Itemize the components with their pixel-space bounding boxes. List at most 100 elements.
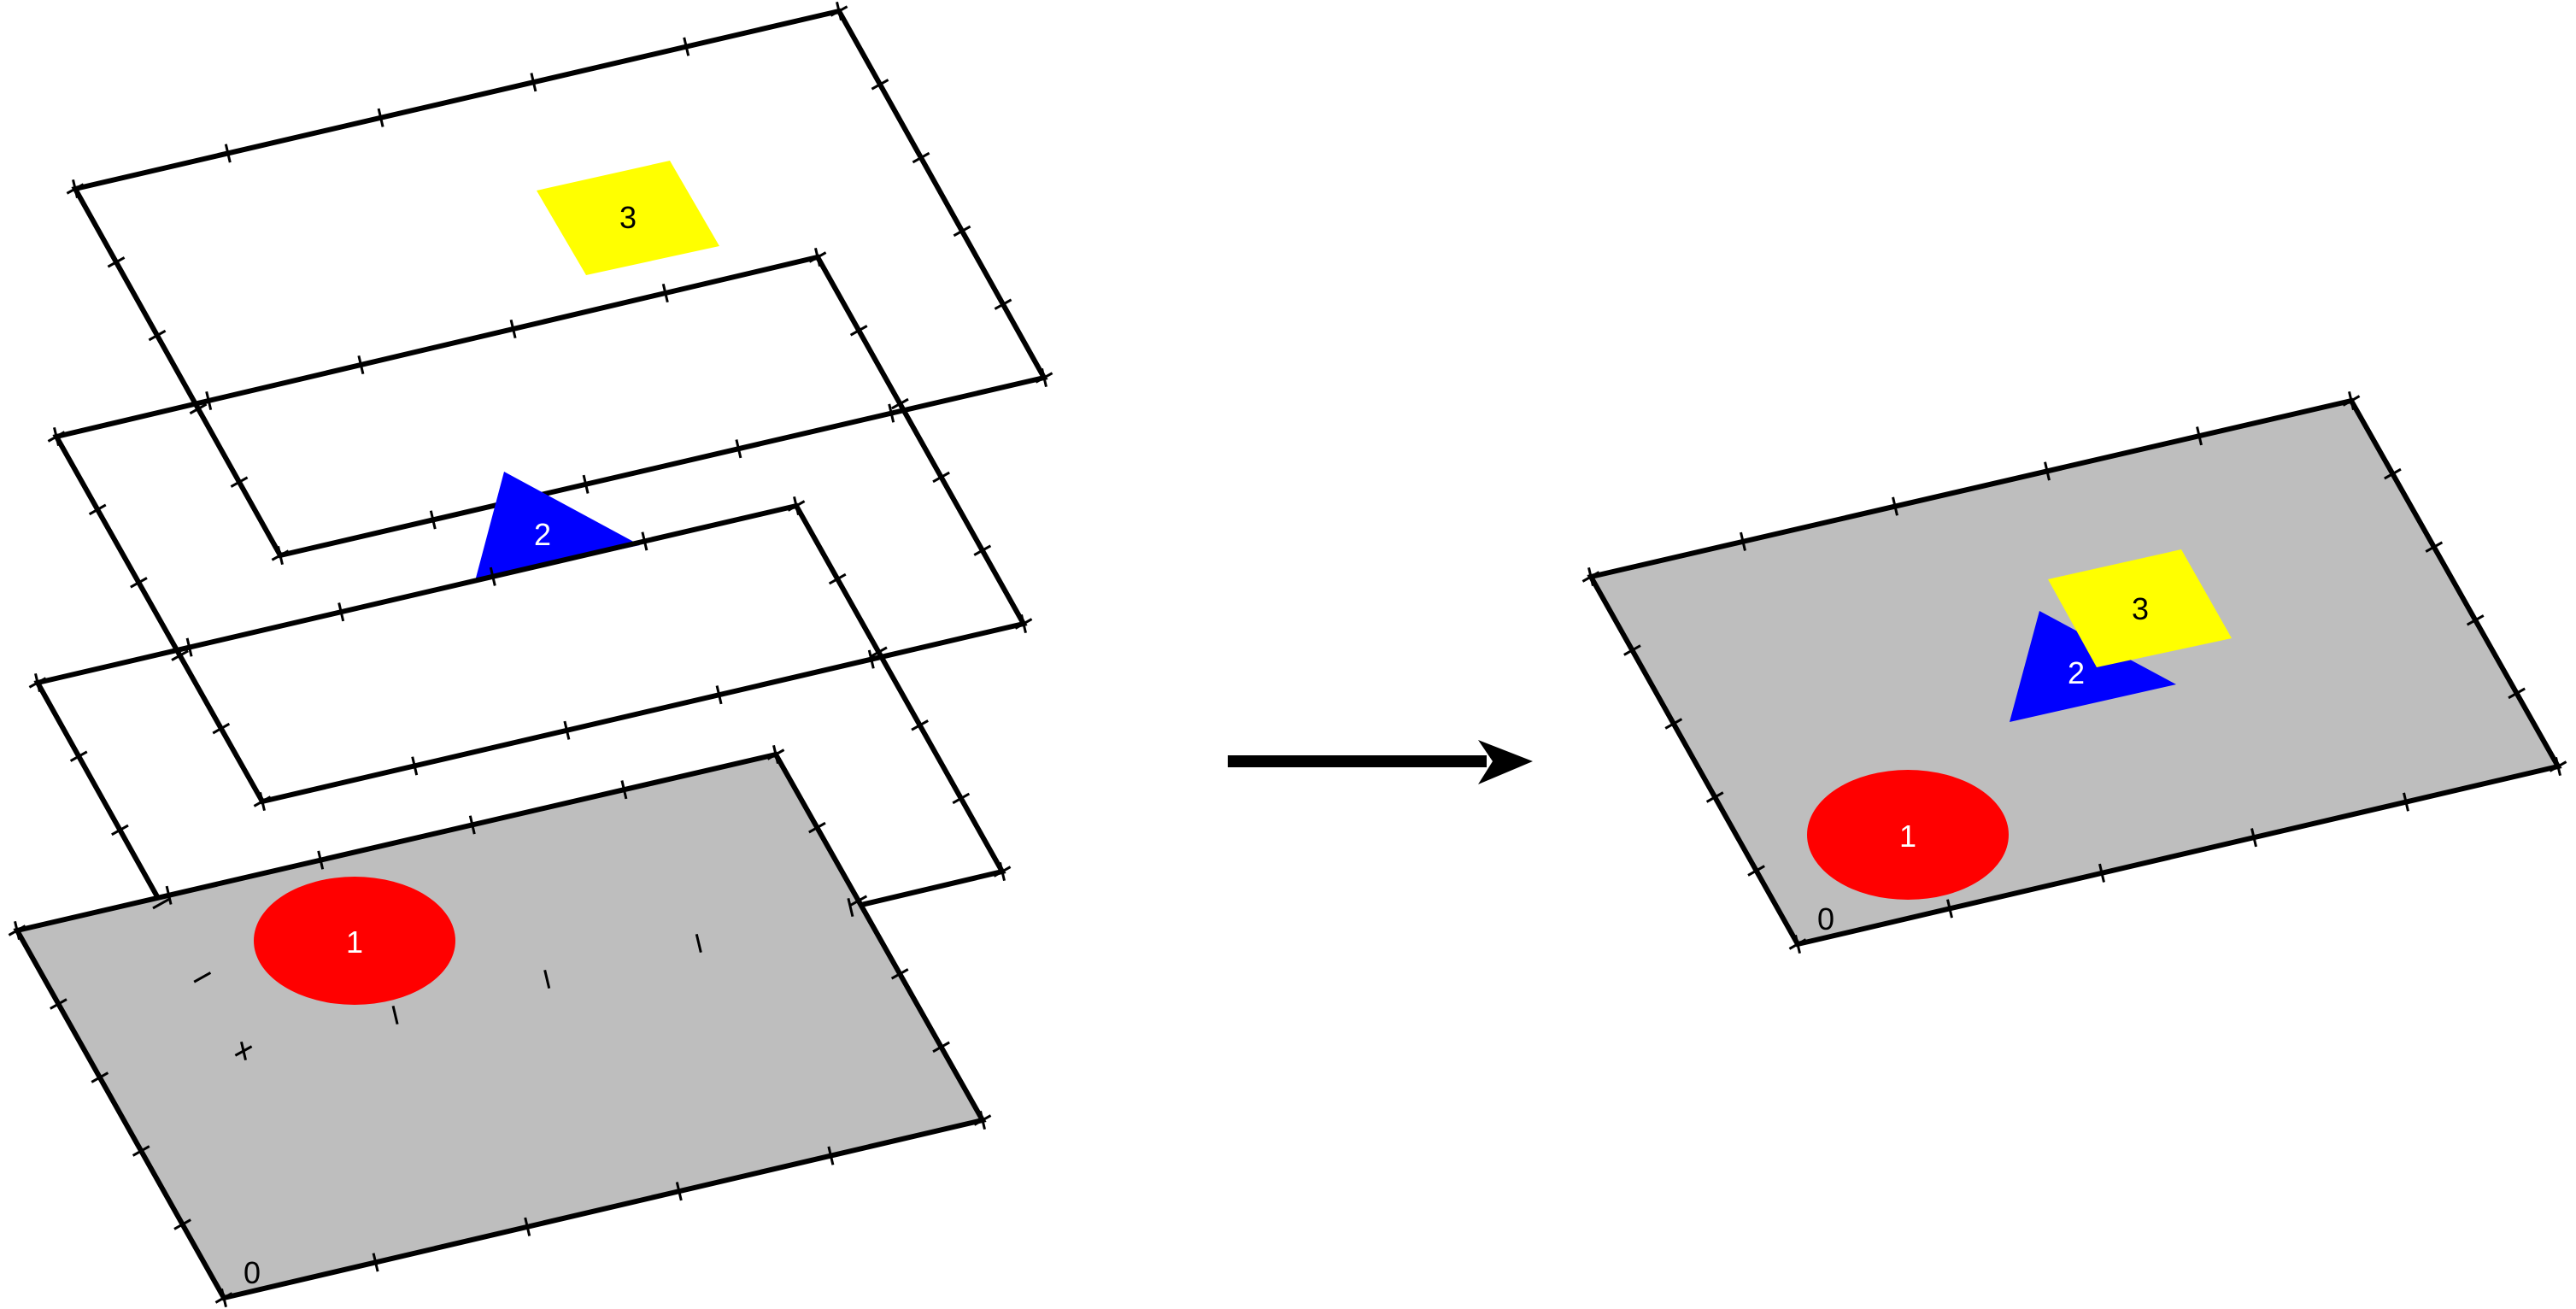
base-corner-label: 0 xyxy=(244,1255,261,1290)
axis-tick xyxy=(827,1146,835,1165)
axis-tick xyxy=(1623,644,1641,656)
axis-tick xyxy=(28,677,47,689)
axis-tick xyxy=(234,1045,253,1057)
axis-tick xyxy=(429,510,437,530)
axis-tick xyxy=(1740,531,1746,551)
axis-tick xyxy=(849,895,868,907)
axis-tick xyxy=(337,602,345,622)
axis-tick xyxy=(214,1292,233,1304)
axis-tick xyxy=(317,850,325,870)
axis-tick xyxy=(695,933,702,954)
merged-label-1: 1 xyxy=(1899,819,1916,854)
axis-tick xyxy=(828,572,847,585)
axis-tick xyxy=(2555,756,2561,777)
axis-tick xyxy=(530,73,537,92)
axis-tick xyxy=(911,719,929,731)
axis-tick xyxy=(912,151,930,164)
axis-tick xyxy=(372,1253,379,1272)
axis-tick xyxy=(2044,461,2051,481)
axis-tick xyxy=(973,544,992,556)
axis-tick xyxy=(47,431,66,443)
axis-tick xyxy=(271,549,290,561)
axis-tick xyxy=(952,792,971,805)
axis-tick xyxy=(1581,571,1600,583)
axis-tick xyxy=(661,283,669,303)
axis-tick xyxy=(830,5,848,17)
axis-tick xyxy=(1946,899,1953,919)
merged-yellow-square xyxy=(2048,549,2232,667)
axis-tick xyxy=(582,474,590,494)
axis-tick xyxy=(193,971,212,983)
axis-tick xyxy=(230,476,249,488)
axis-tick xyxy=(808,821,826,834)
layer-1-label: 1 xyxy=(346,925,363,960)
merge-arrow xyxy=(1228,740,1533,784)
axis-tick xyxy=(391,1005,399,1025)
merged-frame: 1 2 3 0 xyxy=(1587,397,2562,948)
axis-tick xyxy=(148,329,167,342)
axis-tick xyxy=(50,998,67,1010)
axis-tick xyxy=(2384,467,2402,480)
axis-tick xyxy=(2342,395,2361,407)
base-layer-frame: 1 0 xyxy=(13,751,987,1301)
axis-tick xyxy=(111,824,129,836)
arrow-head xyxy=(1478,740,1533,784)
axis-tick xyxy=(489,566,496,586)
axis-tick xyxy=(357,355,365,375)
axis-tick xyxy=(2425,541,2444,553)
axis-tick xyxy=(107,256,126,268)
axis-tick xyxy=(715,685,723,705)
axis-tick xyxy=(787,500,806,512)
axis-tick xyxy=(1664,718,1683,730)
axis-tick xyxy=(2196,426,2203,446)
merged-red-circle xyxy=(1807,770,2009,900)
axis-tick xyxy=(979,1110,986,1130)
axis-tick xyxy=(953,225,971,238)
axis-tick xyxy=(888,403,895,423)
axis-tick xyxy=(173,1218,191,1230)
axis-tick xyxy=(891,397,909,410)
axis-tick xyxy=(620,780,628,800)
axis-tick xyxy=(1705,791,1724,803)
axis-tick xyxy=(808,251,827,263)
axis-tick xyxy=(8,925,26,936)
axis-tick xyxy=(1041,367,1047,388)
merged-blue-triangle xyxy=(2010,611,2176,722)
axis-tick xyxy=(932,1041,950,1054)
axis-tick xyxy=(1020,613,1027,634)
axis-tick xyxy=(69,750,88,762)
axis-tick xyxy=(132,1145,150,1157)
axis-tick xyxy=(867,649,875,669)
axis-tick xyxy=(871,79,889,91)
axis-tick xyxy=(870,646,888,658)
axis-tick xyxy=(1747,865,1765,877)
axis-tick xyxy=(890,968,909,980)
axis-tick xyxy=(2508,687,2526,700)
axis-tick xyxy=(66,183,85,195)
axis-tick xyxy=(932,471,950,484)
axis-tick xyxy=(171,649,189,661)
axis-tick xyxy=(524,1217,531,1236)
axis-tick xyxy=(509,319,517,339)
red-circle xyxy=(254,877,455,1005)
axis-tick xyxy=(189,402,208,415)
merged-corner-label: 0 xyxy=(1817,901,1834,936)
merged-label-2: 2 xyxy=(2068,655,2085,690)
axis-tick xyxy=(88,503,107,516)
axis-tick xyxy=(91,1071,109,1083)
axis-tick xyxy=(735,439,742,459)
axis-tick xyxy=(563,720,571,740)
axis-tick xyxy=(212,722,231,735)
axis-tick xyxy=(205,390,213,411)
axis-tick xyxy=(683,37,690,56)
axis-tick xyxy=(641,531,648,551)
axis-tick xyxy=(849,325,868,337)
axis-tick xyxy=(2403,792,2409,812)
layer-2-frame: 2 xyxy=(52,254,1028,805)
axis-tick xyxy=(468,815,476,835)
layer-3-label: 3 xyxy=(619,200,637,235)
axis-tick xyxy=(185,637,193,657)
layer-2-label: 2 xyxy=(534,517,551,552)
blue-triangle xyxy=(475,472,640,581)
axis-tick xyxy=(994,298,1012,310)
